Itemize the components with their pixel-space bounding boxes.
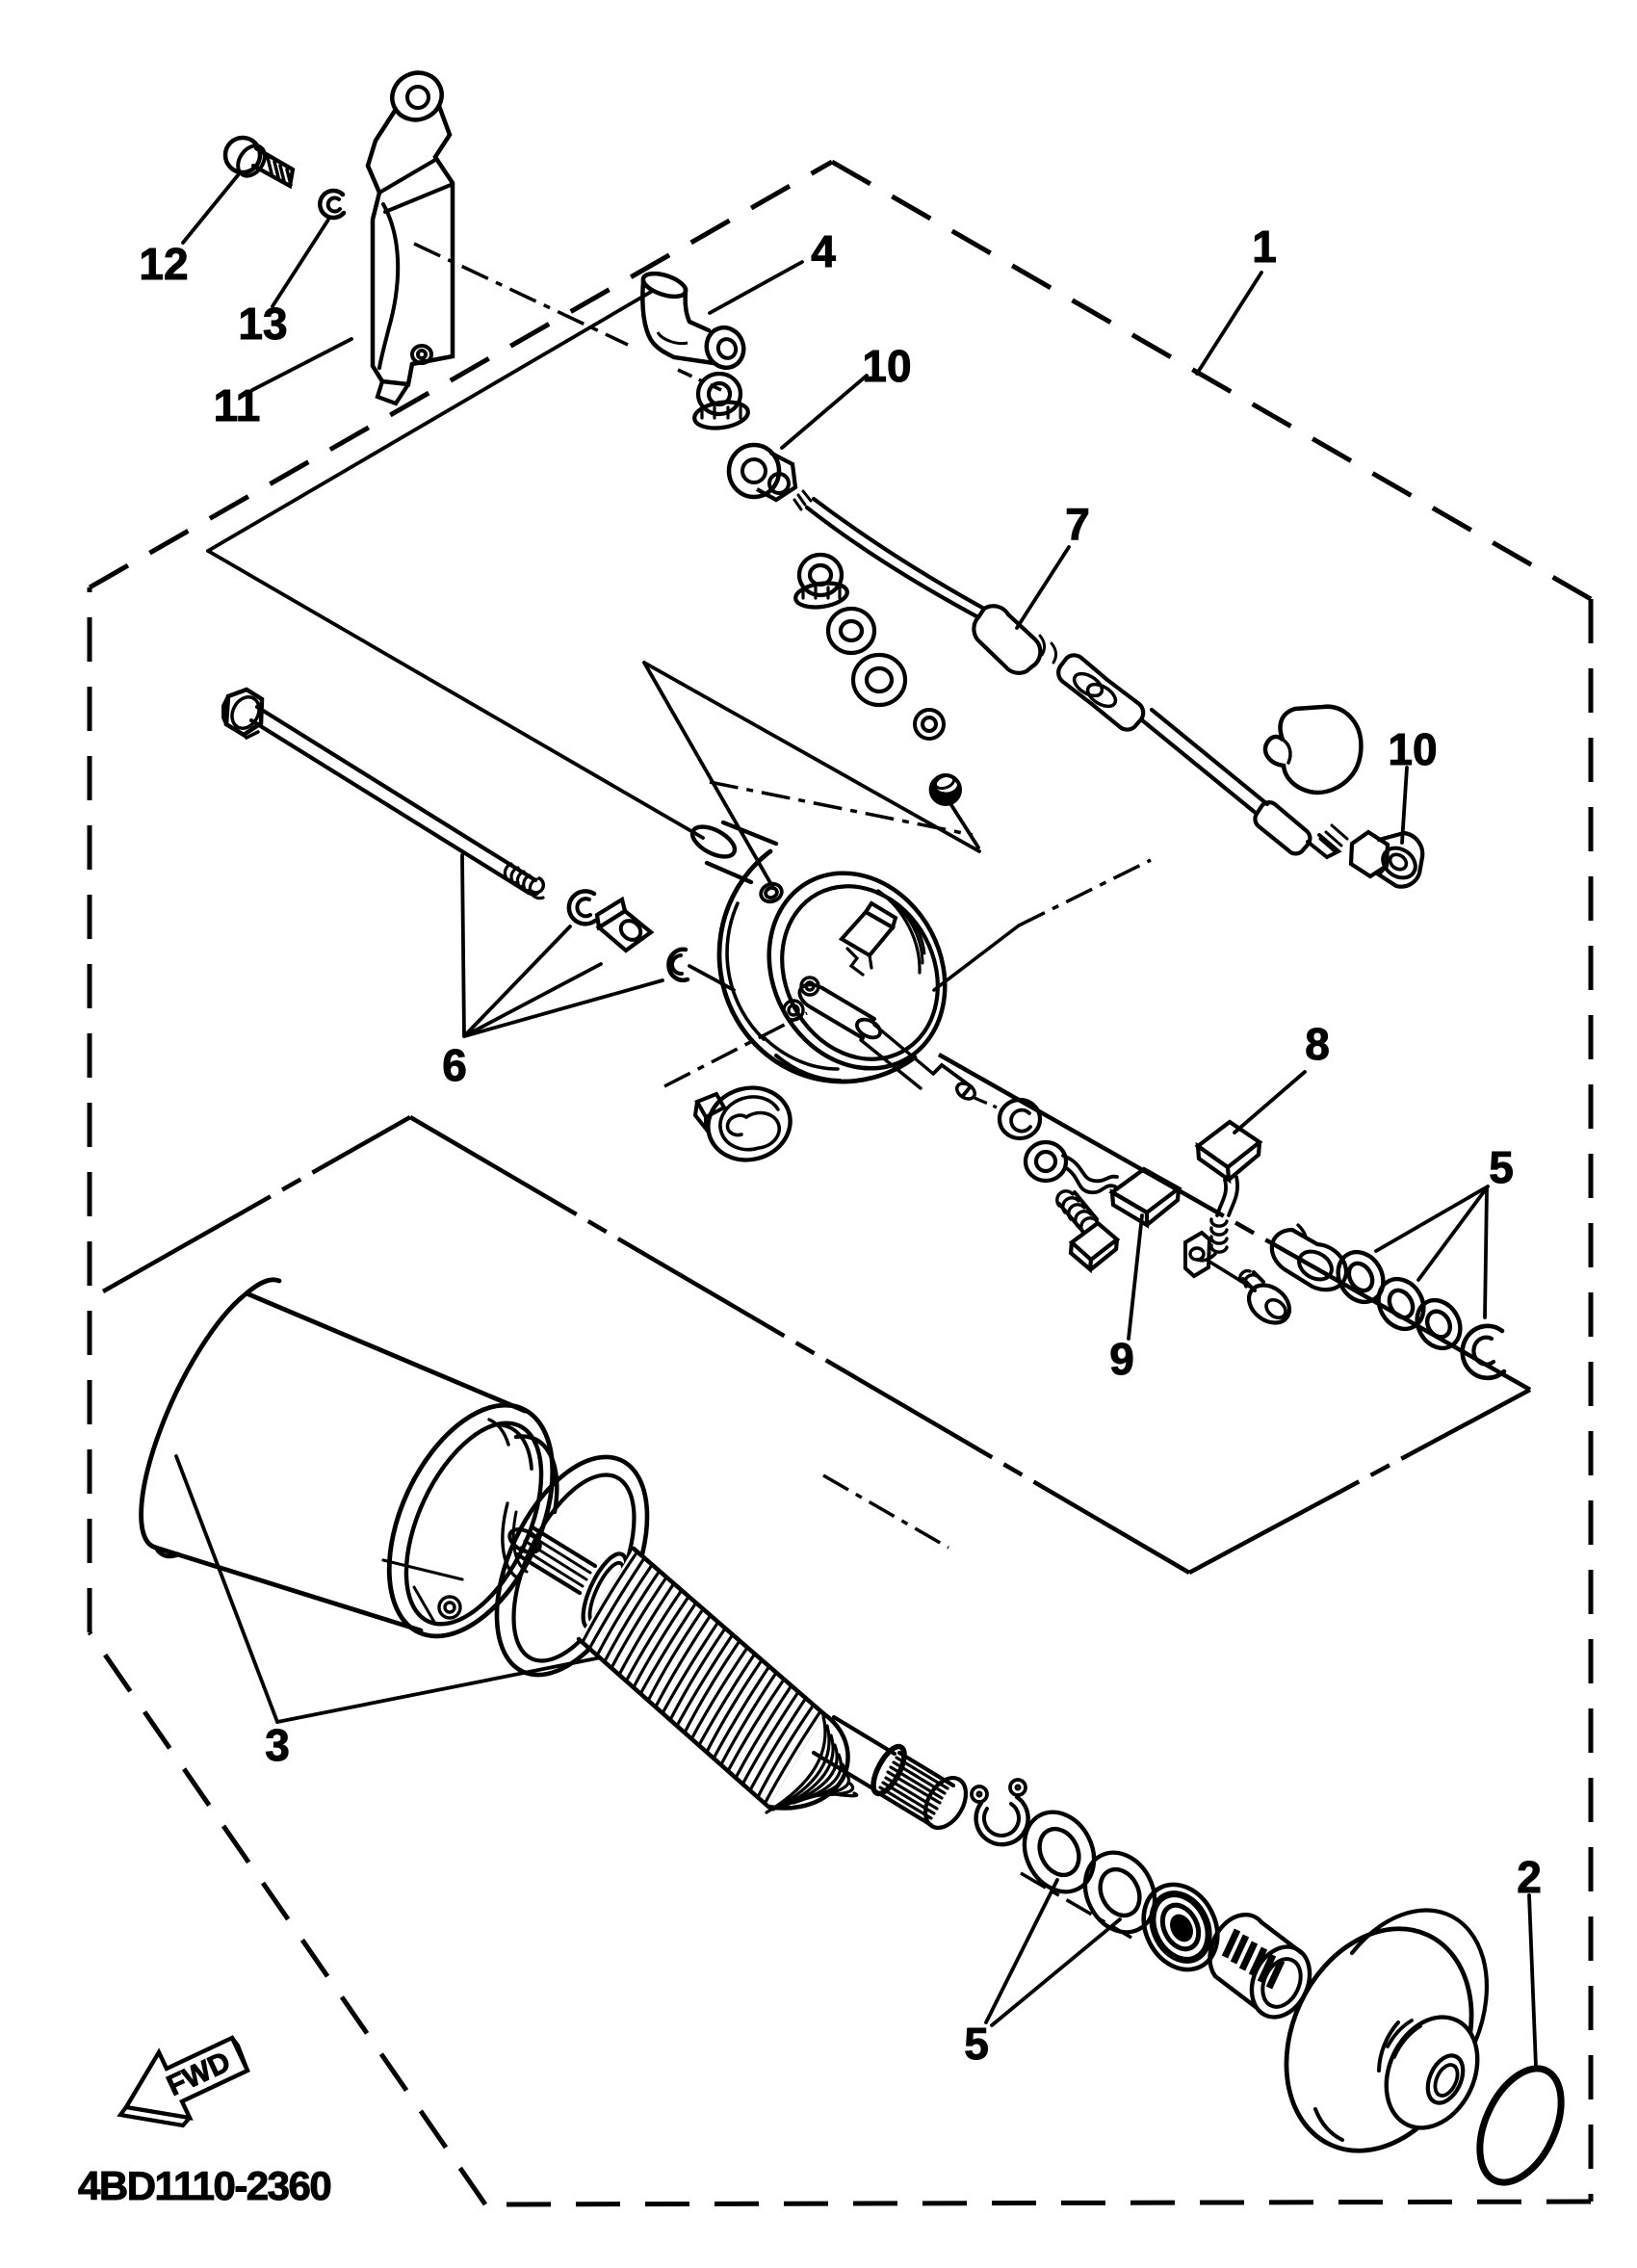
svg-text:5: 5 (964, 2019, 989, 2069)
svg-text:6: 6 (442, 1040, 467, 1090)
svg-text:10: 10 (1388, 724, 1437, 774)
svg-text:11: 11 (214, 380, 261, 430)
svg-text:5: 5 (1489, 1142, 1514, 1192)
svg-text:7: 7 (1065, 499, 1090, 549)
svg-text:3: 3 (265, 1720, 290, 1770)
svg-text:1: 1 (1252, 222, 1277, 272)
svg-text:2: 2 (1517, 1852, 1542, 1902)
svg-text:4BD1110-2360: 4BD1110-2360 (78, 2163, 330, 2208)
svg-text:13: 13 (238, 299, 287, 349)
svg-text:8: 8 (1305, 1019, 1330, 1069)
svg-text:4: 4 (811, 226, 836, 276)
svg-text:10: 10 (862, 341, 911, 391)
svg-text:12: 12 (139, 239, 188, 289)
svg-text:9: 9 (1109, 1334, 1134, 1384)
